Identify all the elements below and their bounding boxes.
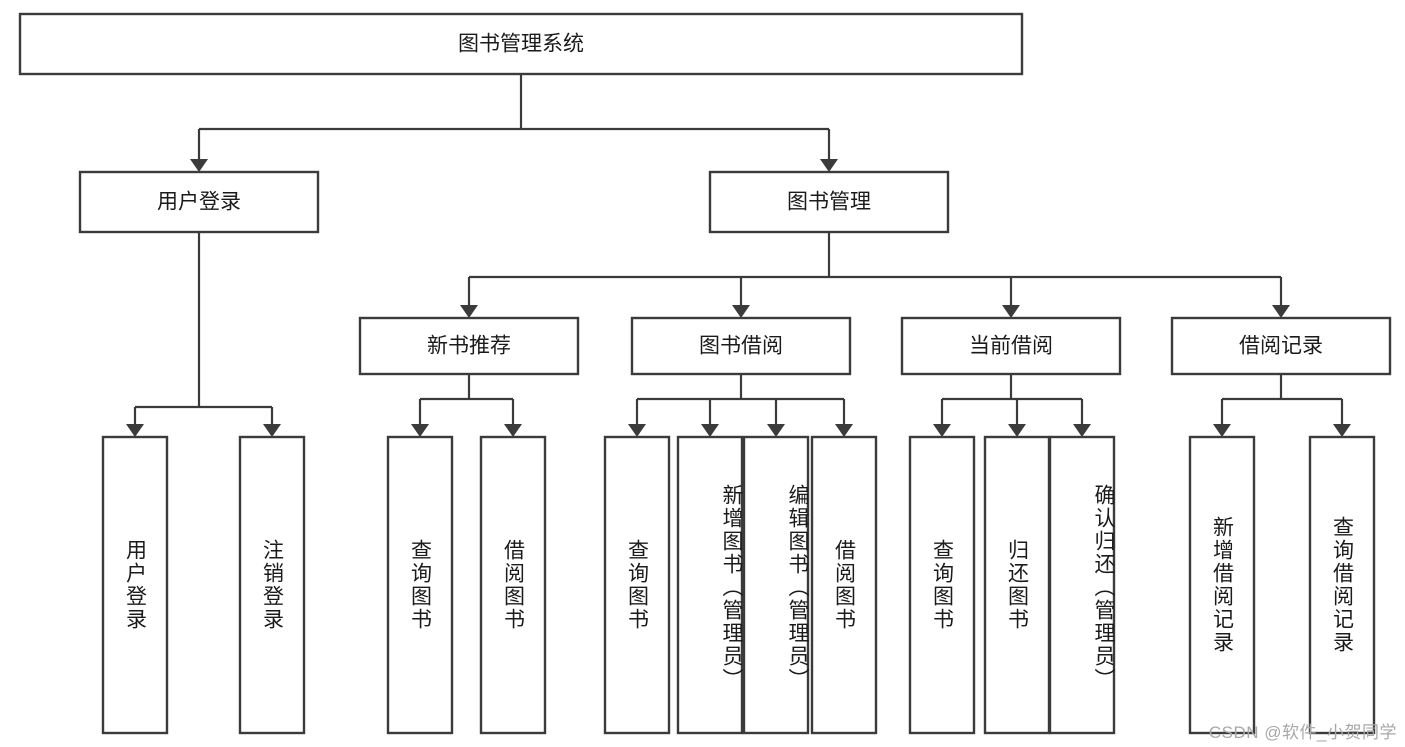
- node-box-borrow-record[interactable]: [1170, 316, 1392, 376]
- node-box-layer: [18, 12, 1392, 735]
- arrow-head-new-book-rec: [460, 305, 478, 318]
- arrow-head-leaf-edit-book: [767, 424, 785, 437]
- node-box-leaf-query-book-3[interactable]: [908, 435, 976, 735]
- arrow-head-leaf-query-book-3: [933, 424, 951, 437]
- watermark-text: CSDN @软件_小贺同学: [1208, 723, 1397, 742]
- connector-group-borrow-record: [1213, 374, 1351, 437]
- node-label-new-book-rec: 新书推荐: [427, 335, 511, 358]
- arrow-head-borrow-record: [1272, 305, 1290, 318]
- node-box-leaf-confirm-return[interactable]: [1048, 435, 1116, 735]
- node-box-leaf-borrow-book-2[interactable]: [810, 435, 878, 735]
- node-label-book-manage: 图书管理: [787, 191, 871, 214]
- connector-group-book-manage: [460, 232, 1290, 318]
- node-box-user-login[interactable]: [78, 170, 320, 234]
- node-box-current-borrow[interactable]: [900, 316, 1122, 376]
- arrow-head-current-borrow: [1002, 305, 1020, 318]
- arrow-head-leaf-borrow-book-1: [504, 424, 522, 437]
- arrow-head-leaf-query-book-1: [411, 424, 429, 437]
- arrow-head-leaf-query-book-2: [628, 424, 646, 437]
- node-box-leaf-edit-book[interactable]: [742, 435, 810, 735]
- node-box-leaf-add-record[interactable]: [1188, 435, 1256, 735]
- arrow-head-book-manage: [820, 159, 838, 172]
- node-box-book-manage[interactable]: [708, 170, 950, 234]
- node-label-borrow-record: 借阅记录: [1239, 335, 1323, 358]
- node-label-current-borrow: 当前借阅: [969, 335, 1053, 358]
- connector-group-user-login: [126, 232, 281, 437]
- node-box-leaf-query-book-1[interactable]: [386, 435, 454, 735]
- node-box-leaf-query-book-2[interactable]: [603, 435, 671, 735]
- node-box-book-borrow[interactable]: [630, 316, 852, 376]
- connector-layer: [126, 74, 1351, 437]
- arrow-head-leaf-user-login: [126, 424, 144, 437]
- node-box-root[interactable]: [18, 12, 1024, 76]
- arrow-head-leaf-add-book: [701, 424, 719, 437]
- connector-group-current-borrow: [933, 374, 1091, 437]
- arrow-head-leaf-return-book: [1008, 424, 1026, 437]
- node-box-leaf-return-book[interactable]: [983, 435, 1051, 735]
- node-box-leaf-query-record[interactable]: [1308, 435, 1376, 735]
- arrow-head-leaf-confirm-return: [1073, 424, 1091, 437]
- connector-group-book-borrow: [628, 374, 853, 437]
- node-label-user-login: 用户登录: [157, 191, 241, 214]
- arrow-head-user-login: [190, 159, 208, 172]
- node-box-leaf-logout[interactable]: [238, 435, 306, 735]
- arrow-head-leaf-borrow-book-2: [835, 424, 853, 437]
- arrow-head-leaf-query-record: [1333, 424, 1351, 437]
- node-box-leaf-user-login[interactable]: [101, 435, 169, 735]
- node-label-book-borrow: 图书借阅: [699, 335, 783, 358]
- node-label-root: 图书管理系统: [458, 33, 584, 56]
- connector-group-new-book-rec: [411, 374, 522, 437]
- arrow-head-leaf-logout: [263, 424, 281, 437]
- node-box-leaf-borrow-book-1[interactable]: [479, 435, 547, 735]
- arrow-head-book-borrow: [732, 305, 750, 318]
- arrow-head-leaf-add-record: [1213, 424, 1231, 437]
- connector-group-root: [190, 74, 838, 172]
- node-box-new-book-rec[interactable]: [358, 316, 580, 376]
- node-box-leaf-add-book[interactable]: [676, 435, 744, 735]
